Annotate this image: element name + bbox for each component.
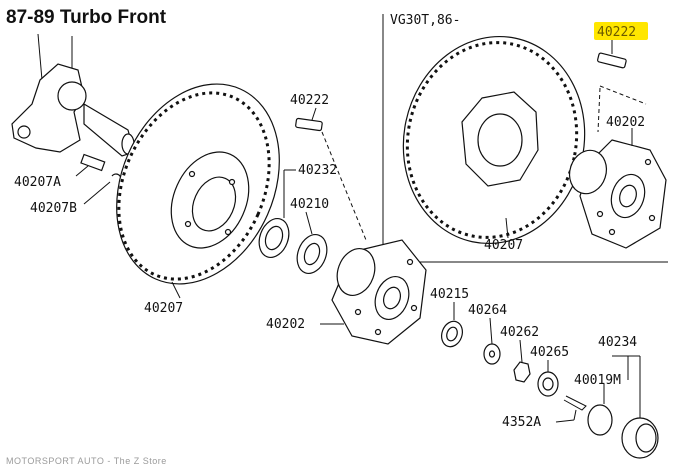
- callout-40207A[interactable]: 40207A: [14, 175, 61, 190]
- callout-40207B[interactable]: 40207B: [30, 201, 77, 216]
- washer: [483, 317, 501, 365]
- callout-40234[interactable]: 40234: [598, 335, 637, 350]
- callout-40207-inset[interactable]: 40207: [484, 238, 523, 253]
- highlight-box: [594, 22, 648, 40]
- inner-bearing: [296, 211, 328, 274]
- inset-frame: VG30T,86-: [382, 13, 668, 263]
- brake-rotor: [116, 83, 280, 299]
- inset-wheel-stud: [597, 38, 647, 105]
- hub-nut: [513, 339, 531, 383]
- callout-40019M[interactable]: 40019M: [574, 373, 621, 388]
- footer-watermark: MOTORSPORT AUTO - The Z Store: [6, 456, 167, 466]
- callout-4352A[interactable]: 4352A: [502, 415, 541, 430]
- inset-engine-label: VG30T,86-: [390, 13, 460, 28]
- bolt-40207A: [75, 153, 122, 205]
- steering-knuckle: [11, 33, 135, 157]
- callout-40215[interactable]: 40215: [430, 287, 469, 302]
- dust-cap: [612, 355, 659, 459]
- callout-40222[interactable]: 40222: [290, 93, 329, 108]
- inset-wheel-hub: [568, 87, 667, 249]
- cotter-pin: [555, 395, 587, 423]
- callout-40222-inset[interactable]: 40222: [597, 25, 636, 40]
- callout-40202-inset[interactable]: 40202: [606, 115, 645, 130]
- wheel-hub: [320, 239, 427, 345]
- callout-40262[interactable]: 40262: [500, 325, 539, 340]
- o-ring: [587, 384, 613, 436]
- callout-40207[interactable]: 40207: [144, 301, 183, 316]
- callout-40232[interactable]: 40232: [298, 163, 337, 178]
- callout-40202[interactable]: 40202: [266, 317, 305, 332]
- wheel-stud: [295, 107, 367, 241]
- callout-40210[interactable]: 40210: [290, 197, 329, 212]
- outer-bearing: [441, 302, 463, 348]
- diagram-title: 87-89 Turbo Front: [6, 7, 167, 28]
- callout-40265[interactable]: 40265: [530, 345, 569, 360]
- inset-rotor: [402, 35, 586, 245]
- callout-40264[interactable]: 40264: [468, 303, 507, 318]
- grease-seal: [258, 169, 296, 258]
- adjusting-cap: [537, 360, 559, 397]
